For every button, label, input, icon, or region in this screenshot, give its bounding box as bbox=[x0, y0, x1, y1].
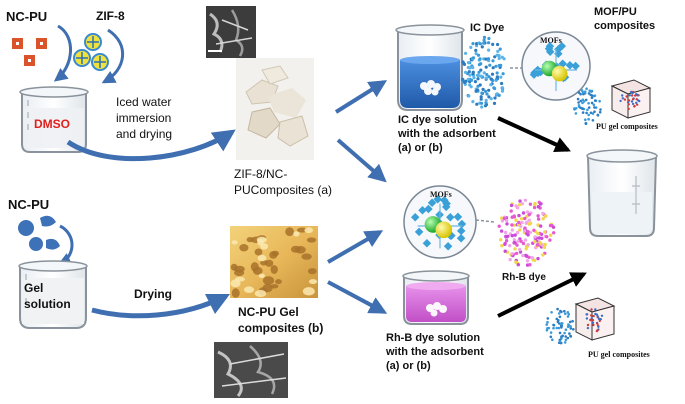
zif8-crystals-icon bbox=[73, 33, 109, 71]
zif8-curved-arrow bbox=[101, 28, 125, 84]
iced-water-arrow bbox=[66, 129, 236, 162]
label-mofs-top: MOFs bbox=[540, 36, 562, 45]
rhb-dye-particles bbox=[497, 198, 556, 267]
label-iced-water-1: Iced water bbox=[116, 95, 172, 109]
mof-structure-bottom bbox=[403, 185, 477, 259]
label-mof-pu-1: MOF/PU bbox=[594, 6, 637, 18]
rhb-dye-beaker bbox=[402, 270, 470, 325]
label-ic-sol-3: (a) or (b) bbox=[398, 142, 443, 154]
arrow-rhb-to-clean bbox=[497, 272, 587, 318]
label-ncpu-gel-2: composites (b) bbox=[238, 321, 324, 335]
label-ic-sol-2: with the adsorbent bbox=[398, 128, 496, 140]
ic-dye-beaker bbox=[395, 24, 465, 111]
sem-image-bottom bbox=[214, 342, 288, 398]
ncpu-gel-particles bbox=[18, 215, 60, 251]
label-mof-pu-2: composites bbox=[594, 20, 656, 32]
label-gel-1: Gel bbox=[24, 281, 44, 295]
dmso-beaker bbox=[19, 86, 89, 153]
label-ncpu-gel-1: NC-PU Gel bbox=[238, 305, 299, 319]
zif8-ncpu-photo bbox=[236, 58, 314, 160]
ncpu-gel-photo bbox=[230, 226, 318, 298]
label-iced-water-3: and drying bbox=[116, 127, 173, 141]
pu-gel-dots-bottom bbox=[545, 307, 575, 345]
ncpu-particles bbox=[12, 38, 47, 66]
dashed-link-bottom bbox=[475, 219, 495, 223]
pu-gel-cube-top bbox=[610, 79, 652, 119]
arrow-gel-to-rhb-top bbox=[327, 230, 384, 264]
clean-water-beaker bbox=[586, 149, 658, 237]
label-rhb-sol-1: Rh-B dye solution bbox=[386, 332, 481, 344]
label-zif8: ZIF-8 bbox=[96, 9, 125, 23]
label-ncpu-top: NC-PU bbox=[6, 9, 48, 24]
label-rhb-dye: Rh-B dye bbox=[502, 272, 546, 283]
label-gel-2: solution bbox=[24, 297, 71, 311]
label-ic-dye: IC Dye bbox=[470, 22, 505, 34]
label-zif-comp-2: PUComposites (a) bbox=[234, 183, 333, 197]
mof-structure-top bbox=[521, 31, 591, 101]
arrow-to-rhb-path bbox=[336, 138, 387, 183]
arrow-ic-to-clean bbox=[497, 116, 571, 152]
label-ic-sol-1: IC dye solution bbox=[398, 114, 477, 126]
ncpu-curved-arrow bbox=[53, 24, 72, 82]
pu-gel-dots-top bbox=[573, 87, 602, 125]
drying-arrow bbox=[91, 293, 231, 319]
arrow-gel-to-rhb-beaker bbox=[327, 280, 388, 314]
label-mofs-bottom: MOFs bbox=[430, 190, 452, 199]
gel-curved-arrow bbox=[57, 224, 74, 266]
label-zif-comp-1: ZIF-8/NC- bbox=[234, 167, 288, 181]
label-iced-water-2: immersion bbox=[116, 111, 172, 125]
label-dmso: DMSO bbox=[34, 117, 70, 131]
label-rhb-sol-2: with the adsorbent bbox=[386, 346, 484, 358]
gel-beaker bbox=[18, 260, 88, 329]
label-pu-gel-top: PU gel composites bbox=[596, 122, 658, 131]
pu-gel-cube-bottom bbox=[574, 297, 616, 341]
sem-image-top bbox=[206, 6, 256, 58]
label-rhb-sol-3: (a) or (b) bbox=[386, 360, 431, 372]
ic-dye-particles bbox=[461, 35, 506, 109]
label-ncpu-bottom: NC-PU bbox=[8, 197, 50, 212]
label-pu-gel-bottom: PU gel composites bbox=[588, 350, 650, 359]
label-drying: Drying bbox=[134, 287, 173, 301]
arrow-to-ic-beaker bbox=[334, 80, 388, 114]
